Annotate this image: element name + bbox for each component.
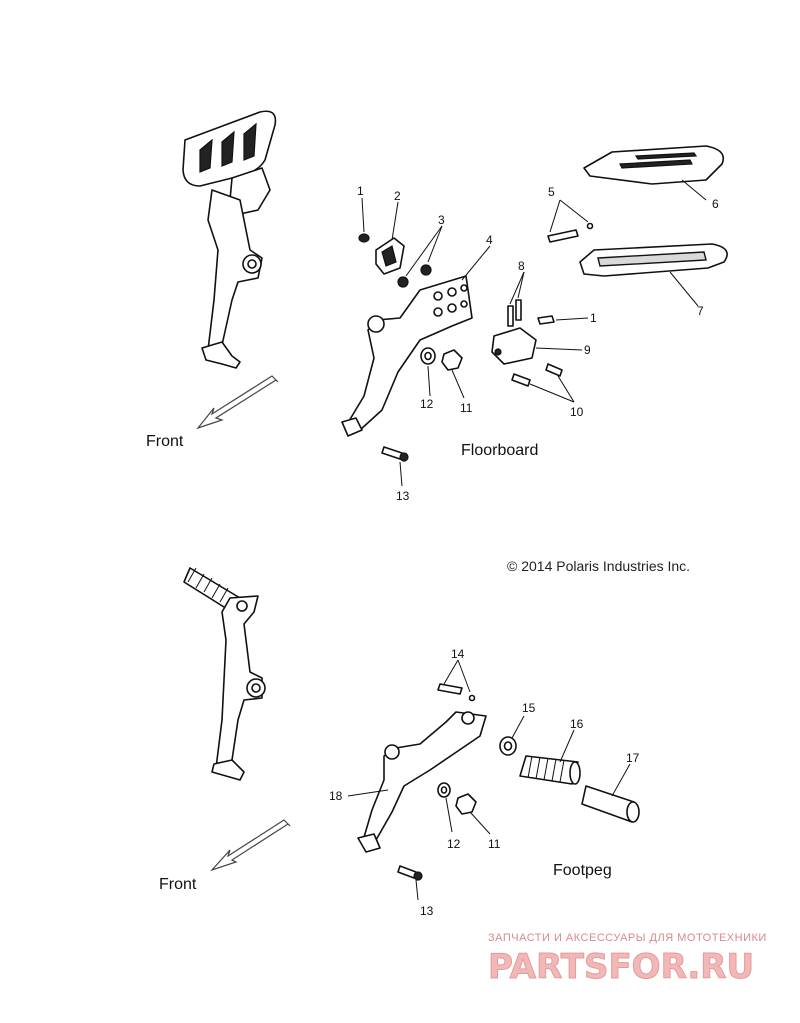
watermark-tagline: ЗАПЧАСТИ И АКСЕССУАРЫ ДЛЯ МОТОТЕХНИКИ bbox=[488, 932, 767, 944]
footpeg-exploded-parts bbox=[357, 683, 640, 881]
callout-10: 10 bbox=[570, 405, 584, 419]
callout-13: 13 bbox=[396, 489, 410, 503]
leader-lines-floorboard bbox=[361, 179, 707, 487]
front-label-floorboard: Front bbox=[146, 433, 184, 450]
callout-2: 2 bbox=[394, 189, 401, 203]
callout-1-screw: 1 bbox=[590, 311, 597, 325]
floorboard-title: Floorboard bbox=[461, 442, 538, 459]
callout-12-footpeg: 12 bbox=[447, 837, 461, 851]
front-label-footpeg: Front bbox=[159, 876, 197, 893]
floorboard-exploded-parts bbox=[341, 145, 728, 462]
footpeg-assembled-view bbox=[183, 567, 266, 781]
callout-5: 5 bbox=[548, 185, 555, 199]
callout-13-footpeg: 13 bbox=[420, 904, 434, 918]
callout-3: 3 bbox=[438, 213, 445, 227]
callouts-floorboard: 1 2 3 4 5 6 7 8 1 9 10 11 12 13 bbox=[357, 184, 719, 503]
callout-4: 4 bbox=[486, 233, 493, 247]
callout-11-footpeg: 11 bbox=[488, 837, 501, 851]
front-direction-arrow-footpeg bbox=[210, 819, 291, 872]
footpeg-title: Footpeg bbox=[553, 862, 612, 879]
watermark: ЗАПЧАСТИ И АКСЕССУАРЫ ДЛЯ МОТОТЕХНИКИ PA… bbox=[488, 932, 767, 988]
callout-17: 17 bbox=[626, 751, 640, 765]
callout-15: 15 bbox=[522, 701, 536, 715]
callout-6: 6 bbox=[712, 197, 719, 211]
front-direction-arrow-floorboard bbox=[196, 375, 279, 430]
callout-18: 18 bbox=[329, 789, 343, 803]
callout-16: 16 bbox=[570, 717, 584, 731]
callouts-footpeg: 14 15 16 17 18 12 11 13 bbox=[329, 647, 640, 918]
callout-7: 7 bbox=[697, 304, 704, 318]
floorboard-assembled-view bbox=[182, 110, 277, 369]
callout-14: 14 bbox=[451, 647, 465, 661]
callout-11: 11 bbox=[460, 401, 473, 415]
callout-9: 9 bbox=[584, 343, 591, 357]
copyright-text: © 2014 Polaris Industries Inc. bbox=[507, 558, 690, 574]
callout-1: 1 bbox=[357, 184, 364, 198]
callout-12: 12 bbox=[420, 397, 434, 411]
watermark-brand: PARTSFOR.RU bbox=[488, 947, 754, 987]
callout-8: 8 bbox=[518, 259, 525, 273]
leader-lines-footpeg bbox=[347, 659, 631, 901]
